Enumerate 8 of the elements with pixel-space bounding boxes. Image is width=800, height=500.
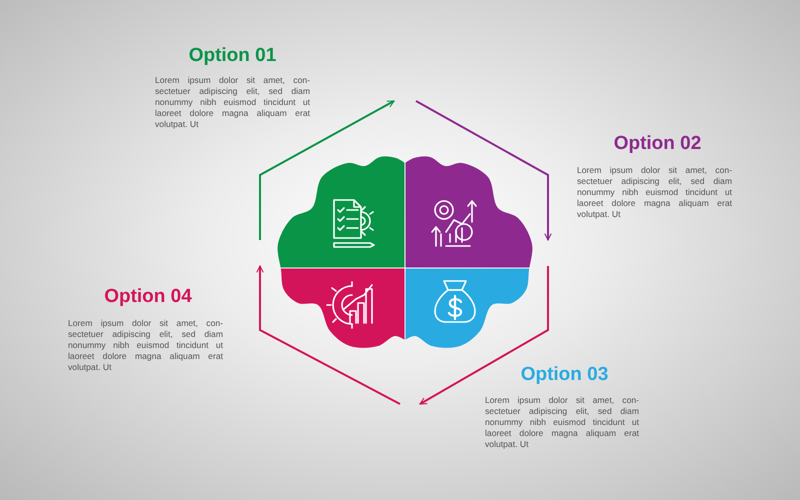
option-heading: Option 02 bbox=[612, 133, 702, 155]
option-heading: Option 01 bbox=[188, 45, 278, 67]
option-description: Lorem ipsum dolor sit amet, con- sectetuer adipiscing elit, sed diam nonummy nibh euismod tincidunt ut laoreet dolore magna aliquam erat volutpat. Ut bbox=[155, 75, 310, 130]
option-description: Lorem ipsum dolor sit amet, con- sectetuer adipiscing elit, sed diam nonummy nibh euismod tincidunt ut laoreet dolore magna aliquam erat volutpat. Ut bbox=[577, 165, 732, 220]
option-heading: Option 03 bbox=[520, 364, 610, 386]
option-description: Lorem ipsum dolor sit amet, con- sectetuer adipiscing elit, sed diam nonummy nibh euismod tincidunt ut laoreet dolore magna aliquam erat volutpat. Ut bbox=[485, 395, 639, 450]
option-description: Lorem ipsum dolor sit amet, con- sectetuer adipiscing elit, sed diam nonummy nibh euismod tincidunt ut laoreet dolore magna aliquam erat volutpat. Ut bbox=[68, 318, 223, 373]
option-heading: Option 04 bbox=[103, 286, 193, 308]
